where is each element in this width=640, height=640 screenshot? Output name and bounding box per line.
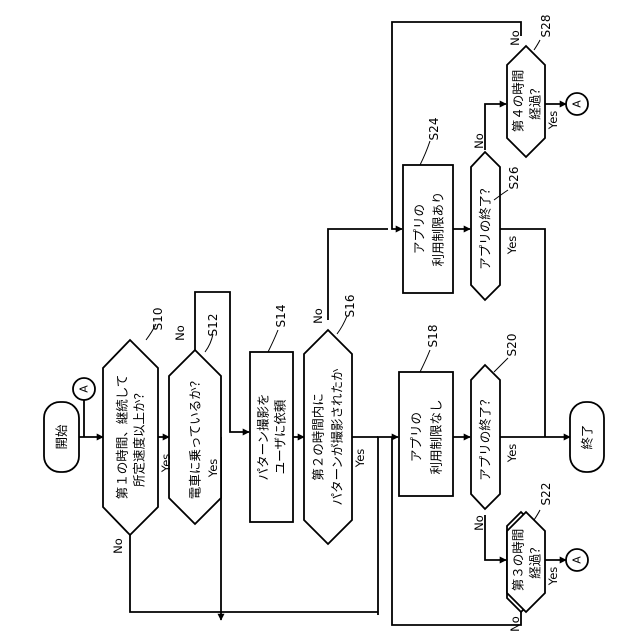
s10-no-label: No [111,538,125,554]
svg-text:開始: 開始 [54,424,69,450]
s26-no-label: No [472,133,486,149]
svg-text:アプリの: アプリの [409,412,424,462]
start-terminal: 開始 [44,402,79,472]
decision-s26: アプリの終了？ [471,152,500,300]
connector-a-bottom: A [566,549,588,571]
svg-text:アプリの終了？: アプリの終了？ [478,182,493,270]
s20-yes-label: Yes [505,444,519,464]
decision-s22: 第３の時間 経過？ [507,512,545,612]
decision-s10: 第１の時間、継続して 所定速度以上か？ [103,340,158,535]
svg-text:電車に乗っているか？: 電車に乗っているか？ [188,375,203,499]
svg-text:第２の時間内に: 第２の時間内に [311,393,326,481]
svg-text:第１の時間、継続して: 第１の時間、継続して [115,375,130,500]
step-label-s10: S10 [151,308,165,331]
svg-text:パターン撮影を: パターン撮影を [256,394,271,481]
end-terminal: 終了 [570,402,604,472]
s16-yes-label: Yes [353,449,367,469]
step-label-s24: S24 [427,118,441,141]
svg-text:利用制限なし: 利用制限なし [429,399,444,474]
svg-text:経過？: 経過？ [528,82,543,120]
svg-text:所定速度以上か？: 所定速度以上か？ [132,387,147,487]
svg-text:A: A [571,556,584,564]
decision-s28: 第４の時間 経過？ [507,46,545,157]
connector-a-top: A [566,93,588,115]
svg-text:第３の時間: 第３の時間 [511,529,526,592]
svg-text:A: A [571,100,584,108]
s12-no-label: No [173,325,187,341]
svg-text:アプリの: アプリの [412,204,427,254]
step-label-s28: S28 [539,15,553,38]
step-label-s18: S18 [426,325,440,348]
s10-yes-label: Yes [159,454,173,474]
s28-no-label: No [508,30,522,46]
svg-text:パターンが撮影されたか: パターンが撮影されたか [330,368,345,505]
svg-text:経過？: 経過？ [528,541,543,579]
connector-a-left: A [73,378,95,400]
s16-no-label: No [311,308,325,324]
step-label-s16: S16 [343,295,357,318]
process-s24: アプリの 利用制限あり [403,165,453,293]
step-label-s12: S12 [206,314,220,337]
svg-text:A: A [78,385,91,393]
branch-labels: No Yes No Yes No Yes Yes No No Yes No Ye… [111,30,560,632]
step-label-s22: S22 [539,483,553,506]
svg-text:ユーザに依頼: ユーザに依頼 [273,399,288,474]
s26-yes-label: Yes [505,236,519,256]
s22-no-label: No [508,616,522,632]
s20-no-label: No [472,515,486,531]
process-s14: パターン撮影を ユーザに依頼 [250,352,293,522]
step-label-s26: S26 [507,167,521,190]
svg-text:第４の時間: 第４の時間 [511,70,526,133]
s12-yes-label: Yes [206,459,220,479]
decision-s16: 第２の時間内に パターンが撮影されたか [304,330,352,544]
svg-text:終了: 終了 [580,424,595,449]
svg-text:利用制限あり: 利用制限あり [431,191,446,266]
step-label-s14: S14 [274,305,288,328]
step-label-s20: S20 [505,334,519,357]
process-s18: アプリの 利用制限なし [399,372,453,496]
decision-s20: アプリの終了？ [471,365,500,509]
svg-text:アプリの終了？: アプリの終了？ [478,393,493,481]
decision-s12: 電車に乗っているか？ [169,350,221,524]
s28-yes-label: Yes [546,111,560,131]
s22-yes-label: Yes [546,567,560,587]
